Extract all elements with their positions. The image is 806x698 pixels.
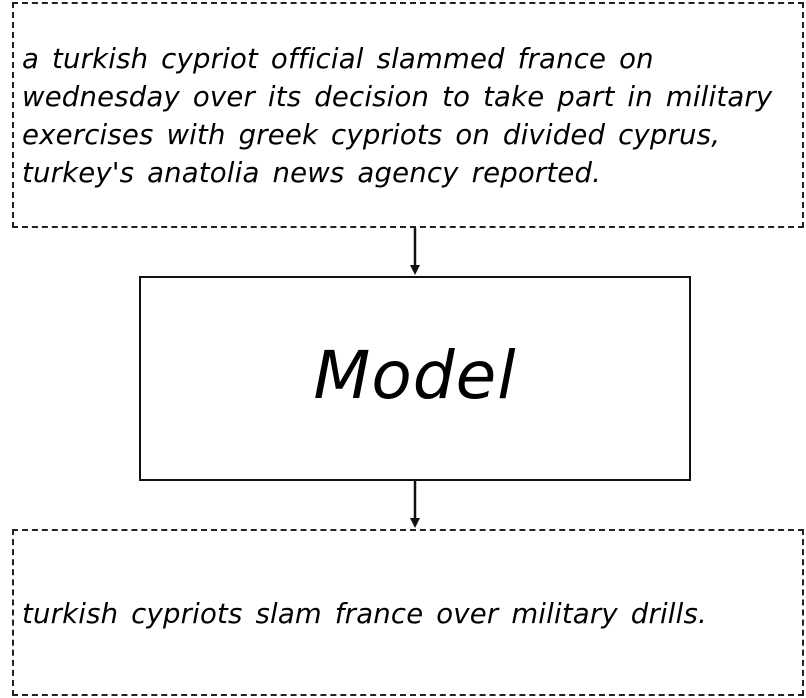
output-text: turkish cypriots slam france over milita… xyxy=(22,598,707,630)
input-text: a turkish cypriot official slammed franc… xyxy=(22,43,773,189)
arrow-model-to-output xyxy=(410,481,420,528)
model-box: Model xyxy=(139,276,691,481)
model-label: Model xyxy=(313,337,517,414)
arrow-input-to-model xyxy=(410,228,420,275)
output-text-box: turkish cypriots slam france over milita… xyxy=(12,529,804,696)
input-text-box: a turkish cypriot official slammed franc… xyxy=(12,2,804,228)
